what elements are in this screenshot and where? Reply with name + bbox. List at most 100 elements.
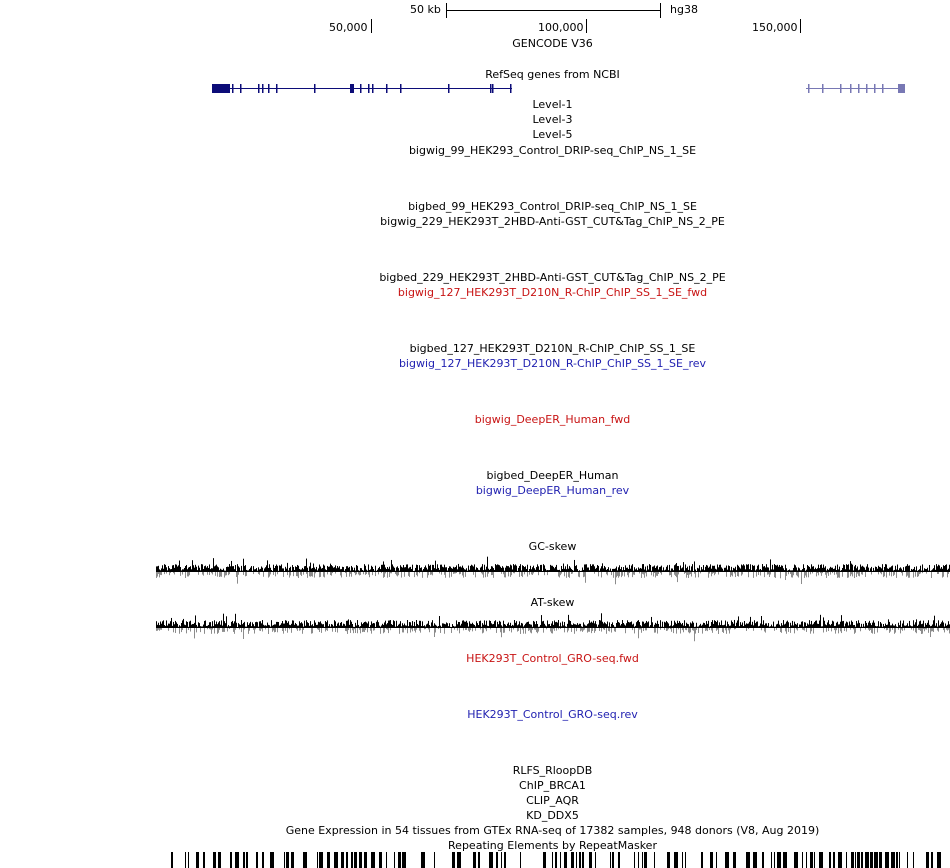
track-bigbed-deeper[interactable]: bigbed_DeepER_Human: [486, 469, 619, 482]
skew-bar-neg: [346, 572, 347, 577]
at-skew-wiggle[interactable]: [156, 613, 950, 642]
skew-bar-pos: [758, 564, 759, 572]
skew-bar-pos: [285, 566, 286, 572]
skew-bar-pos: [172, 625, 173, 628]
skew-bar-pos: [659, 626, 660, 628]
skew-bar-pos: [686, 568, 687, 572]
skew-bar-neg: [399, 628, 400, 634]
skew-bar-pos: [581, 570, 582, 572]
skew-bar-pos: [911, 568, 912, 572]
skew-bar-pos: [817, 568, 818, 572]
skew-bar-pos: [248, 570, 249, 572]
skew-bar-pos: [275, 624, 276, 628]
track-chip-brca1[interactable]: ChIP_BRCA1: [519, 779, 586, 792]
track-bigwig-127-rchip-fwd[interactable]: bigwig_127_HEK293T_D210N_R-ChIP_ChIP_SS_…: [397, 286, 708, 299]
skew-bar-neg: [173, 628, 174, 633]
skew-bar-pos: [178, 565, 179, 572]
skew-bar-neg: [424, 628, 425, 630]
skew-bar-neg: [444, 572, 445, 575]
track-kd-ddx5[interactable]: KD_DDX5: [526, 809, 579, 822]
track-gc-skew[interactable]: GC-skew: [528, 540, 577, 553]
skew-bar-pos: [712, 620, 713, 628]
track-rlfs-rloopdb[interactable]: RLFS_RloopDB: [512, 764, 593, 777]
skew-bar-neg: [314, 572, 315, 578]
repeat-element: [725, 852, 729, 868]
track-gtex-expression[interactable]: Gene Expression in 54 tissues from GTEx …: [285, 824, 820, 837]
skew-bar-pos: [361, 568, 362, 572]
skew-bar-pos: [196, 624, 197, 628]
skew-bar-pos: [532, 626, 533, 628]
track-level-3[interactable]: Level-3: [532, 113, 573, 126]
skew-bar-neg: [500, 628, 501, 633]
skew-bar-pos: [848, 564, 849, 572]
skew-bar-neg: [668, 628, 669, 630]
track-repeatmasker[interactable]: Repeating Elements by RepeatMasker: [448, 839, 657, 852]
skew-bar-neg: [389, 572, 390, 578]
skew-bar-pos: [251, 626, 252, 628]
skew-bar-pos: [263, 570, 264, 572]
skew-bar-pos: [844, 564, 845, 572]
track-at-skew[interactable]: AT-skew: [530, 596, 575, 609]
skew-bar-pos: [347, 566, 348, 572]
track-level-5[interactable]: Level-5: [532, 128, 573, 141]
track-bigbed-229-cuttag[interactable]: bigbed_229_HEK293T_2HBD-Anti-GST_CUT&Tag…: [379, 271, 726, 284]
skew-bar-neg: [383, 628, 384, 634]
track-clip-aqr[interactable]: CLIP_AQR: [526, 794, 579, 807]
refseq-gene-right[interactable]: [806, 84, 905, 93]
track-gro-seq-fwd[interactable]: HEK293T_Control_GRO-seq.fwd: [466, 652, 639, 665]
skew-bar-pos: [712, 565, 713, 572]
skew-bar-pos: [343, 567, 344, 572]
skew-bar-neg: [639, 628, 640, 630]
skew-bar-pos: [450, 566, 451, 572]
track-bigwig-deeper-rev[interactable]: bigwig_DeepER_Human_rev: [475, 484, 630, 497]
repeatmasker-features[interactable]: [171, 852, 941, 868]
skew-bar-pos: [503, 567, 504, 572]
gc-skew-wiggle[interactable]: [156, 556, 950, 585]
skew-bar-pos: [856, 620, 857, 628]
refseq-track-title[interactable]: RefSeq genes from NCBI: [485, 68, 620, 81]
skew-bar-pos: [458, 563, 459, 572]
skew-bar-pos: [296, 567, 297, 572]
skew-bar-pos: [431, 570, 432, 572]
track-bigwig-deeper-fwd[interactable]: bigwig_DeepER_Human_fwd: [474, 413, 631, 426]
skew-bar-neg: [810, 572, 811, 575]
track-bigwig-99-drip[interactable]: bigwig_99_HEK293_Control_DRIP-seq_ChIP_N…: [408, 144, 697, 157]
skew-bar-pos: [469, 569, 470, 572]
track-bigwig-127-rchip-rev[interactable]: bigwig_127_HEK293T_D210N_R-ChIP_ChIP_SS_…: [398, 357, 707, 370]
skew-bar-neg: [224, 572, 225, 578]
skew-bar-neg: [938, 628, 939, 632]
skew-bar-pos: [947, 624, 948, 628]
skew-bar-pos: [909, 565, 910, 572]
skew-bar-pos: [865, 621, 866, 628]
skew-bar-pos: [860, 626, 861, 628]
skew-bar-pos: [357, 620, 358, 628]
skew-bar-neg: [684, 572, 685, 574]
skew-bar-neg: [908, 572, 909, 578]
track-bigwig-229-cuttag[interactable]: bigwig_229_HEK293T_2HBD-Anti-GST_CUT&Tag…: [380, 215, 725, 228]
skew-bar-pos: [226, 567, 227, 572]
skew-bar-neg: [374, 628, 375, 631]
skew-bar-neg: [776, 628, 777, 630]
gencode-track-title[interactable]: GENCODE V36: [512, 37, 593, 50]
skew-bar-pos: [419, 620, 420, 628]
refseq-gene-left[interactable]: [212, 84, 512, 93]
skew-bar-pos: [517, 570, 518, 572]
skew-bar-pos: [606, 624, 607, 628]
skew-bar-pos: [854, 566, 855, 572]
skew-bar-neg: [598, 572, 599, 577]
skew-bar-pos: [335, 565, 336, 572]
skew-bar-pos: [642, 621, 643, 628]
track-gro-seq-rev[interactable]: HEK293T_Control_GRO-seq.rev: [467, 708, 638, 721]
skew-bar-pos: [640, 567, 641, 572]
track-level-1[interactable]: Level-1: [532, 98, 573, 111]
track-bigbed-99-drip[interactable]: bigbed_99_HEK293_Control_DRIP-seq_ChIP_N…: [408, 200, 697, 213]
track-bigbed-127-rchip[interactable]: bigbed_127_HEK293T_D210N_R-ChIP_ChIP_SS_…: [409, 342, 696, 355]
skew-bar-neg: [326, 628, 327, 631]
skew-bar-pos: [198, 622, 199, 628]
skew-bar-pos: [549, 623, 550, 628]
skew-bar-pos: [419, 565, 420, 572]
skew-bar-neg: [157, 572, 158, 577]
skew-bar-pos: [495, 620, 496, 628]
skew-bar-neg: [660, 572, 661, 574]
